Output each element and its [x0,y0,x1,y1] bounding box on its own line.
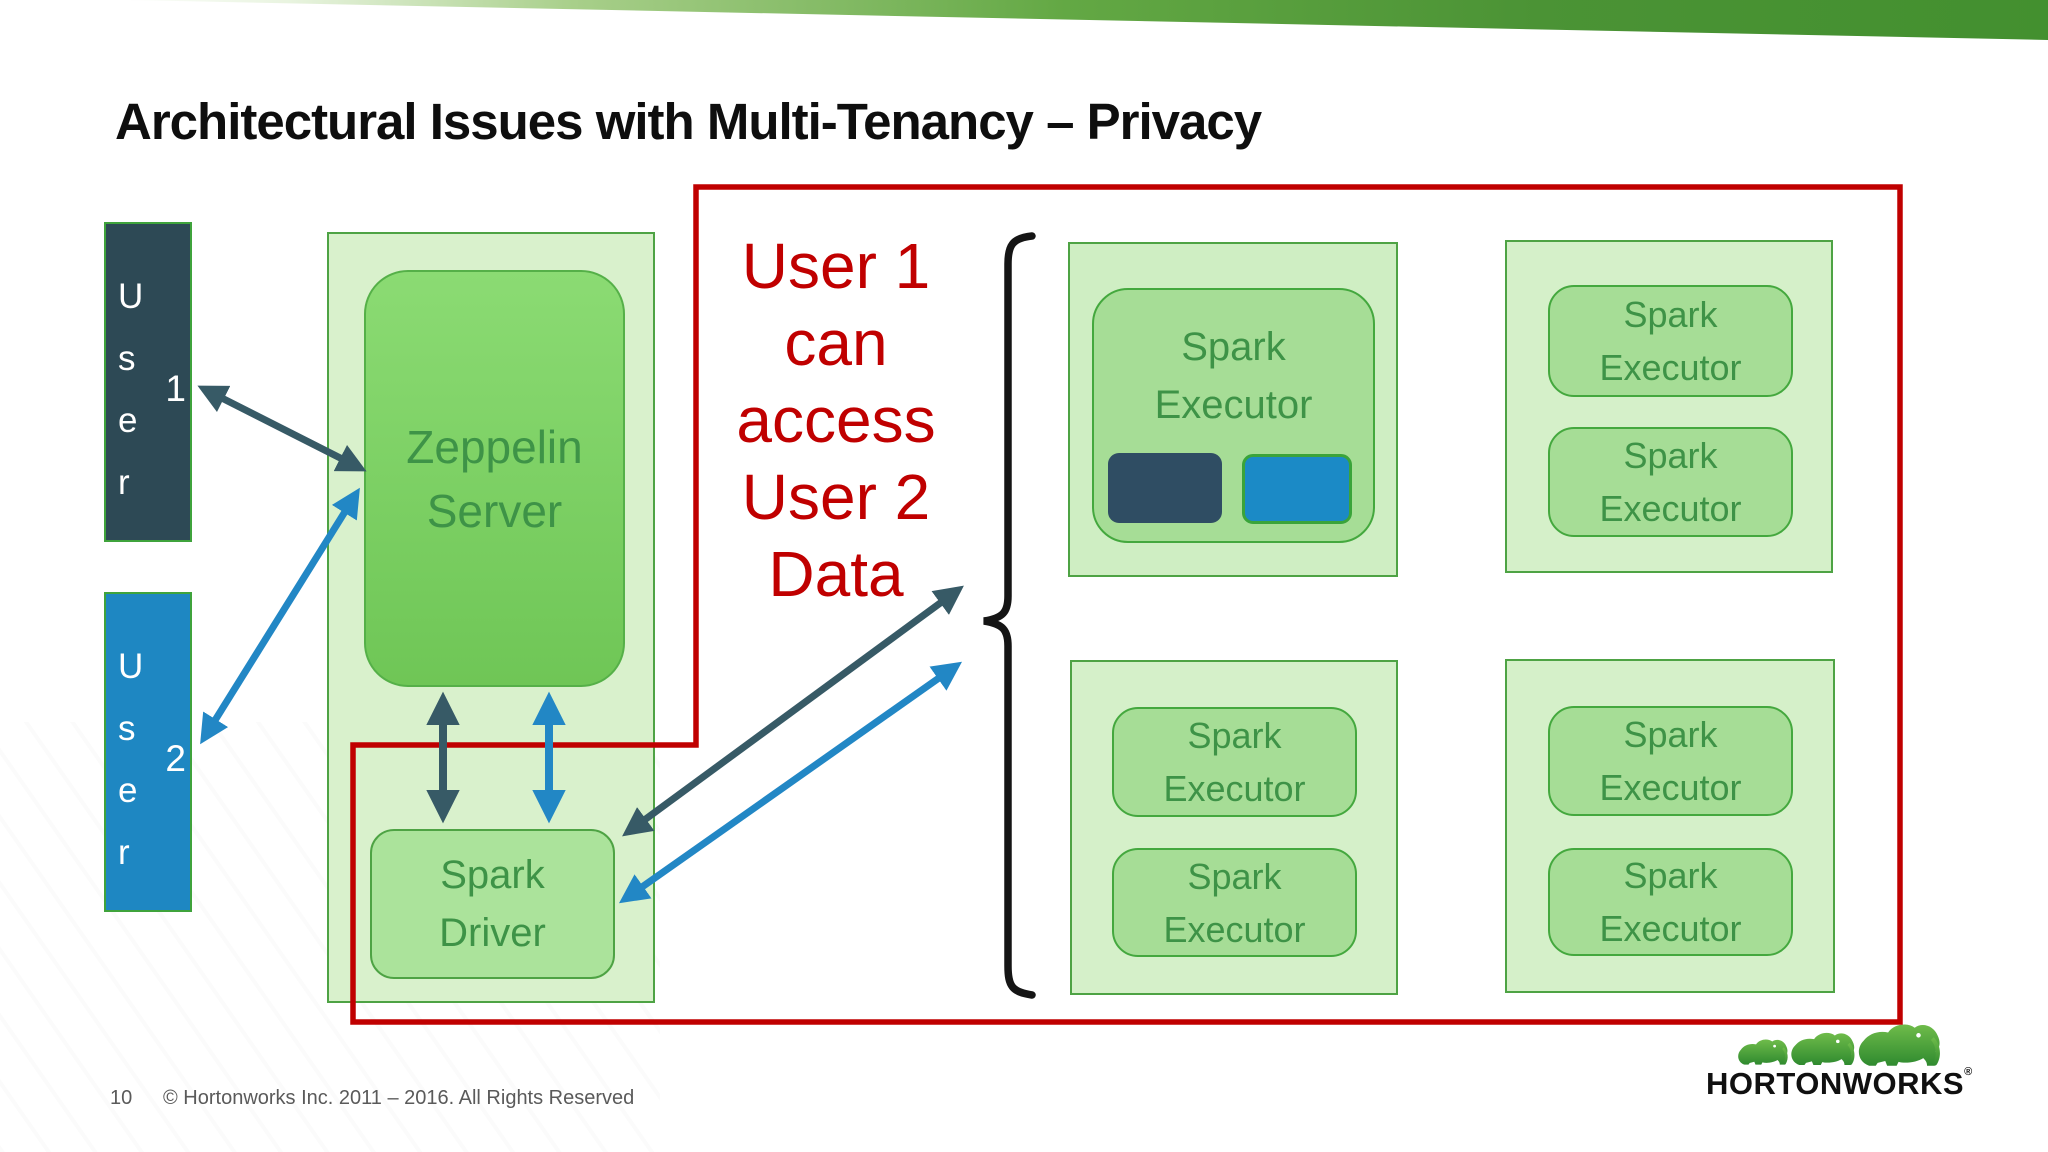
spark-executor-box: Spark Executor [1112,848,1357,957]
registered-mark: ® [1964,1066,1973,1078]
spark-executor-box: Spark Executor [1548,285,1793,397]
user1-box: U s e r 1 [104,222,192,542]
user2-box: U s e r 2 [104,592,192,912]
arrow-driver-executors-dark [622,585,964,837]
privacy-annotation-text: User 1 can access User 2 Data [736,230,936,610]
spark-executor-box: Spark Executor [1112,707,1357,817]
task-chip-dark [1108,453,1222,523]
user2-label: U s e r [118,647,144,872]
spark-executor-box: Spark Executor [1548,427,1793,537]
elephants-icon [1738,1024,1940,1066]
user1-label: U s e r [118,277,144,502]
elephant-large [1858,1024,1940,1066]
zeppelin-server-box: Zeppelin Server [364,270,625,687]
copyright-text: © Hortonworks Inc. 2011 – 2016. All Righ… [163,1087,635,1109]
spark-driver-box: Spark Driver [370,829,615,979]
top-banner-decoration [0,0,2048,40]
user2-number: 2 [165,738,186,779]
user1-number: 1 [165,368,186,409]
spark-executor-box: Spark Executor [1548,848,1793,956]
hortonworks-logo: HORTONWORKS® [1706,1022,1972,1106]
logo-wordmark: HORTONWORKS® [1706,1066,1972,1102]
elephant-small [1738,1039,1788,1065]
elephant-medium [1791,1032,1855,1066]
spark-executor-box: Spark Executor [1548,706,1793,816]
executors-brace [983,232,1036,999]
page-number: 10 [110,1087,133,1109]
arrow-driver-executors-blue [618,661,963,904]
slide-title: Architectural Issues with Multi-Tenancy … [115,93,1262,150]
logo-brand-text: HORTONWORKS [1706,1066,1965,1101]
task-chip-blue [1242,454,1352,524]
